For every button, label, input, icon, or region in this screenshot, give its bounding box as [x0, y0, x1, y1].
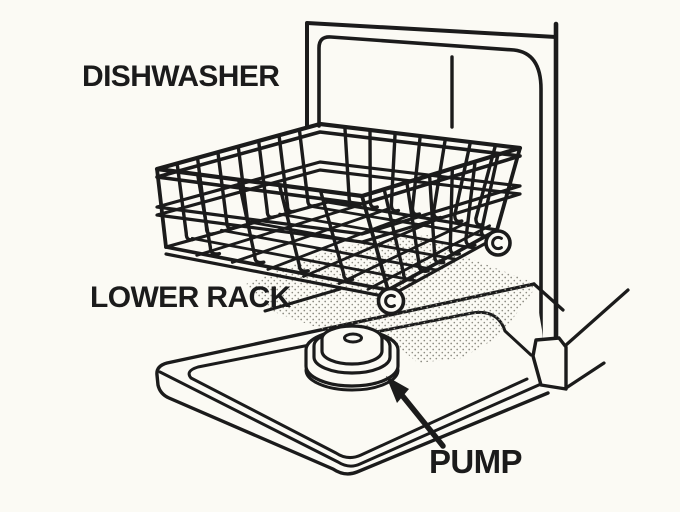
label-pump: PUMP — [429, 443, 523, 480]
door-top-face-edge — [158, 370, 543, 468]
rack-wire — [175, 163, 195, 242]
rack-grid-wire — [190, 236, 418, 283]
rack-wire — [464, 162, 477, 248]
rack-mid-rail — [155, 160, 522, 236]
tub-opening-edge — [317, 35, 543, 341]
rack-grid-wire — [366, 224, 492, 291]
rack-bottom-rail — [164, 252, 390, 299]
rack-caster-wheel — [376, 286, 406, 316]
rack-grid-wire — [278, 212, 477, 250]
rack-wire — [277, 135, 297, 214]
rack-wire — [382, 189, 415, 282]
label-dishwasher: DISHWASHER — [82, 60, 280, 93]
rack-caster-wheel — [484, 229, 512, 257]
rack-wire — [389, 133, 401, 213]
pump-arrow-shaft — [398, 391, 446, 449]
rack-wire — [297, 129, 317, 208]
rack-grid-wire — [302, 216, 443, 278]
rack-wire — [216, 152, 236, 231]
rack-bottom-rail — [164, 245, 390, 292]
rack-grid-wire — [266, 212, 416, 271]
pump-drawing — [304, 324, 400, 392]
rack-caster-hub — [384, 293, 396, 309]
rack-wire — [319, 190, 355, 282]
pump-arrow-head — [386, 376, 409, 403]
rack-wire — [448, 168, 461, 256]
pump-cap — [320, 324, 384, 366]
rack-corner-wire — [360, 194, 390, 292]
door-outline — [155, 282, 550, 476]
label-lower-rack: LOWER RACK — [90, 281, 291, 314]
pump-center-hole — [343, 332, 363, 344]
lower-rack-basket — [154, 121, 523, 316]
rack-wire — [428, 175, 446, 265]
rack-wire — [278, 185, 310, 273]
door-hinge-edge — [532, 282, 565, 312]
rack-wire — [410, 136, 422, 217]
rack-wire — [405, 182, 430, 273]
rack-grid-wire — [337, 220, 470, 285]
rack-rim-inner — [155, 130, 522, 206]
rack-caster-hub — [491, 235, 503, 251]
rack-wire — [257, 141, 276, 219]
lower-rack-leader-line — [263, 287, 342, 313]
rack-rim — [154, 121, 523, 199]
cabinet-base — [531, 288, 630, 391]
floor-line-upper — [564, 288, 630, 347]
pump-base-rim — [304, 368, 400, 392]
pump-arrow — [386, 376, 446, 449]
rack-bottom-rail — [386, 235, 499, 299]
cabinet-outer-edge — [305, 21, 558, 129]
rack-wire — [196, 174, 222, 256]
rack-wire — [237, 180, 266, 265]
cabinet-frame — [305, 21, 559, 343]
floor-line-lower — [564, 361, 606, 390]
